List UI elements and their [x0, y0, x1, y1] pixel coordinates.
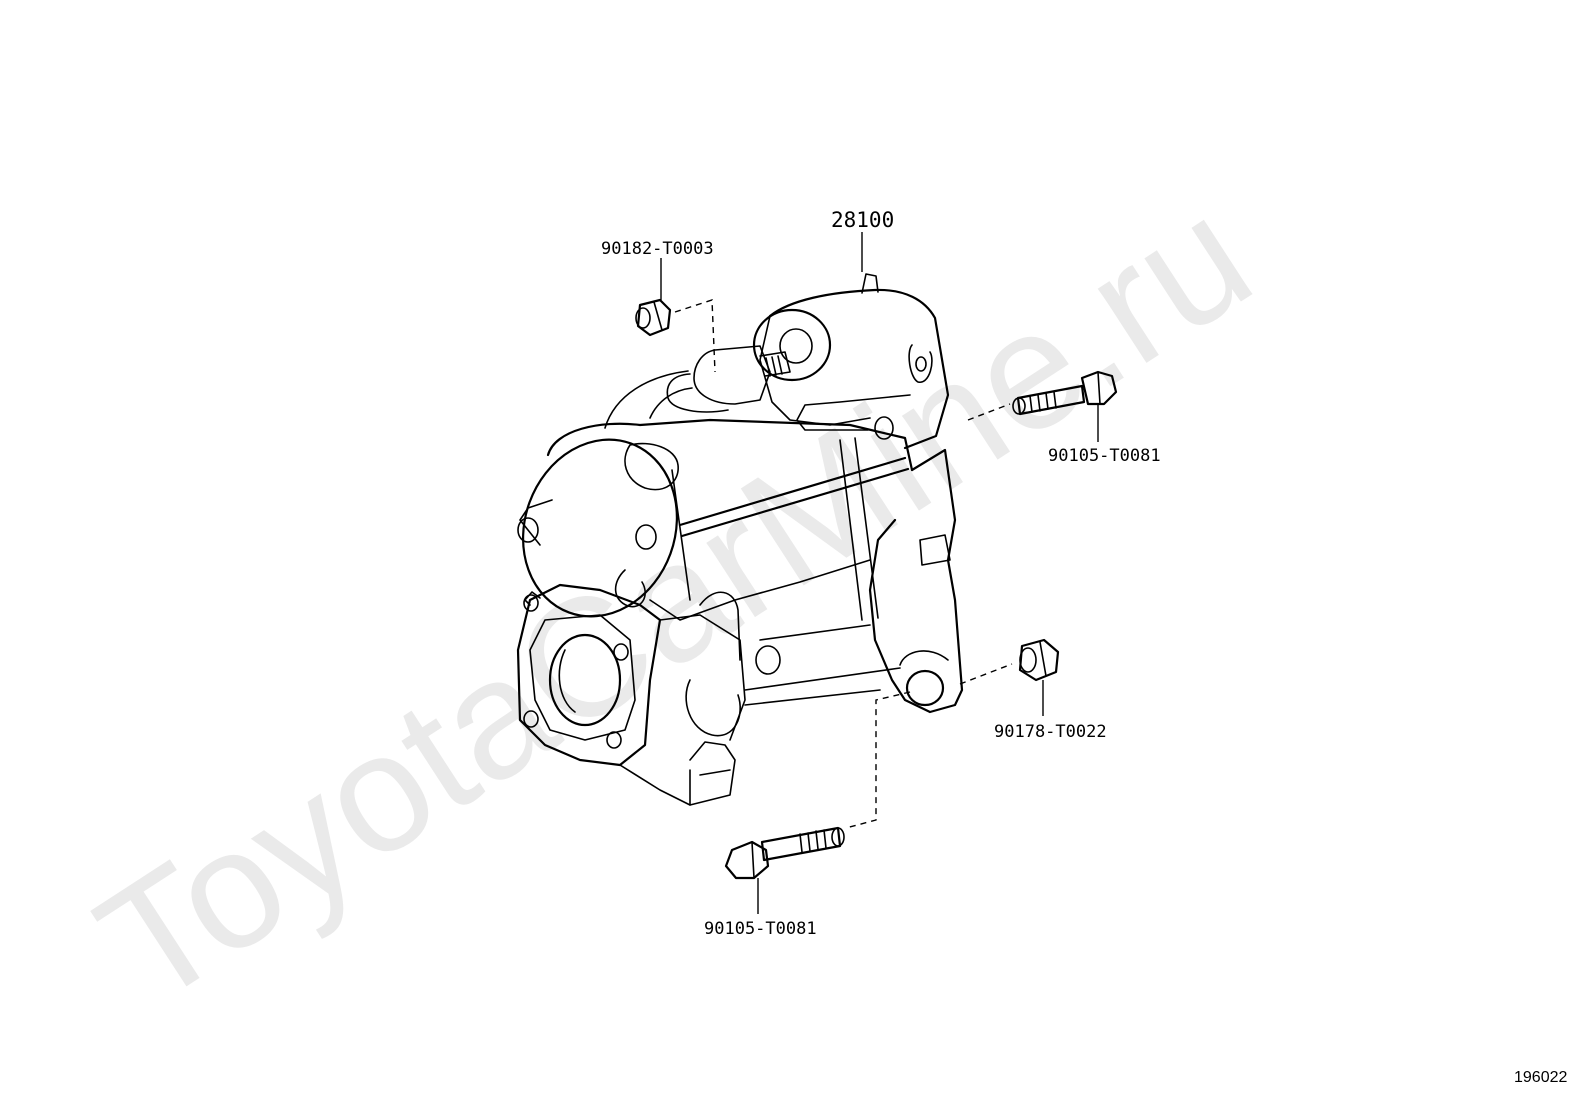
- nut-terminal-icon[interactable]: [635, 298, 672, 337]
- watermark-text: ToyotaCarMine.ru: [67, 160, 1281, 1040]
- part-label-main-assembly[interactable]: 28100: [831, 208, 894, 232]
- bolt-upper-icon[interactable]: [1012, 370, 1118, 416]
- part-label-bolt-upper[interactable]: 90105-T0081: [1048, 446, 1161, 466]
- part-label-bolt-lower[interactable]: 90105-T0081: [704, 919, 817, 939]
- assembly-lines: [674, 299, 1013, 829]
- part-label-nut-terminal[interactable]: 90182-T0003: [601, 239, 714, 259]
- diagram-reference-number: 196022: [1514, 1069, 1567, 1086]
- nut-lower-icon[interactable]: [1018, 638, 1060, 682]
- bolt-lower-icon[interactable]: [724, 826, 845, 880]
- part-label-nut-lower[interactable]: 90178-T0022: [994, 722, 1107, 742]
- starter-motor-drawing[interactable]: [499, 273, 964, 806]
- leader-lines: [660, 232, 1099, 914]
